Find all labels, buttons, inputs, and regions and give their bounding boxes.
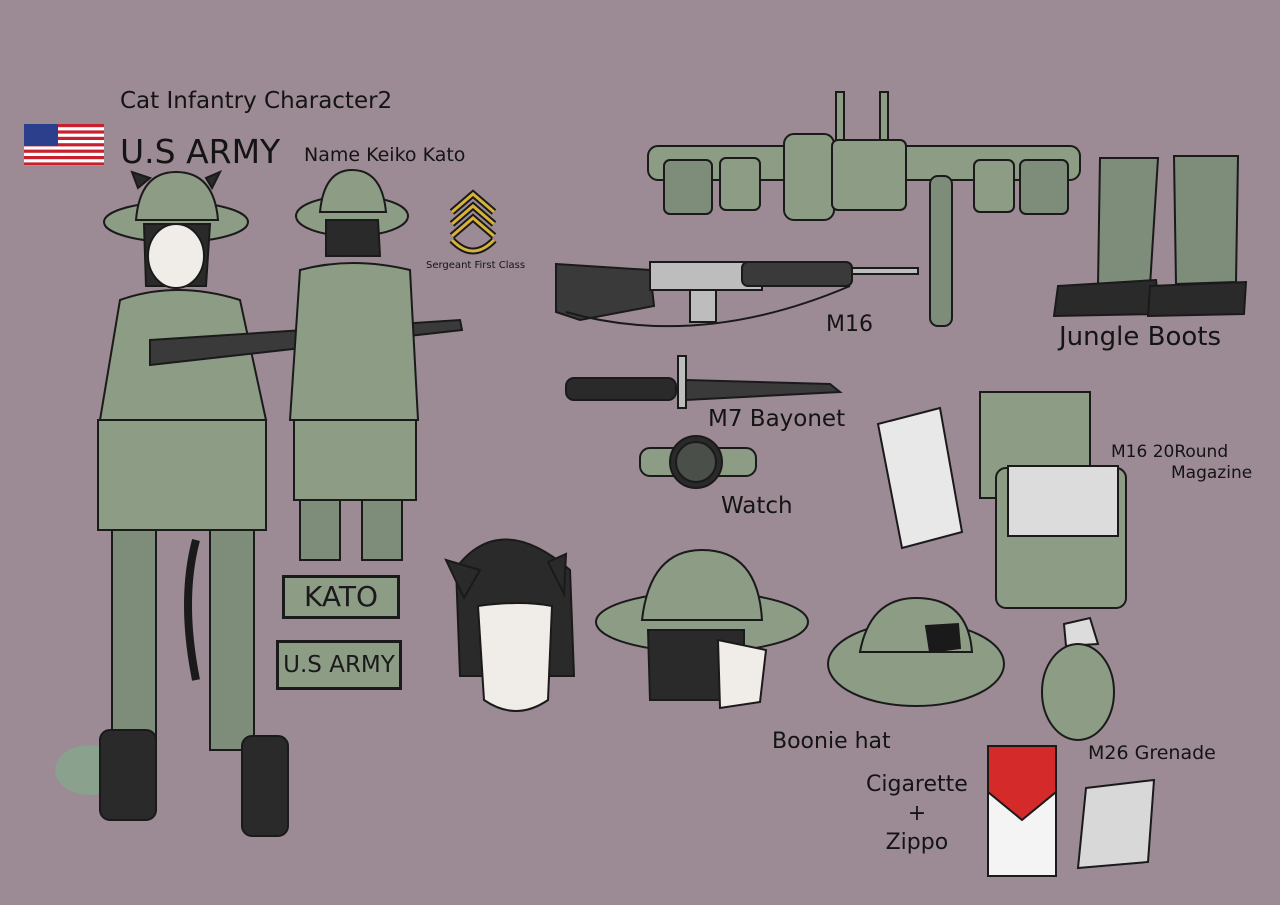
- sheet-title: Cat Infantry Character2: [120, 88, 393, 114]
- equipment-belt-illustration: [647, 91, 1081, 327]
- boonie-hat-illustration: [827, 596, 1005, 707]
- name-tape: KATO: [282, 575, 400, 619]
- cigarette-label: Cigarette + Zippo: [866, 770, 968, 857]
- character-head-hat-closeup: [595, 548, 809, 710]
- m16-rifle-illustration: [555, 261, 919, 328]
- m26-grenade-illustration: [1041, 616, 1115, 741]
- watch-illustration: [639, 435, 757, 489]
- watch-label: Watch: [721, 493, 793, 519]
- magazine-label: M16 20Round Magazine: [1111, 442, 1252, 484]
- cigarette-label-line1: Cigarette: [866, 772, 968, 797]
- character-name: Name Keiko Kato: [304, 144, 466, 166]
- rank-label: Sergeant First Class: [426, 260, 526, 271]
- rank-insignia-icon: [449, 189, 497, 255]
- jungle-boots-label: Jungle Boots: [1059, 322, 1222, 352]
- jungle-boots-illustration: [1052, 155, 1248, 318]
- character-front-illustration: [55, 170, 464, 837]
- grenade-label: M26 Grenade: [1088, 742, 1216, 764]
- boonie-hat-label: Boonie hat: [772, 729, 891, 754]
- cigarette-pack-illustration: [987, 745, 1057, 877]
- magazine-label-line2: Magazine: [1171, 463, 1253, 483]
- magazine-label-line1: M16 20Round: [1111, 442, 1229, 462]
- branch-heading: U.S ARMY: [120, 132, 281, 171]
- cigarette-label-line2: +: [907, 801, 927, 826]
- m16-label: M16: [826, 312, 873, 337]
- m16-magazine-illustration: [876, 391, 1127, 609]
- character-back-illustration: [184, 168, 420, 681]
- us-flag-icon: [24, 124, 104, 166]
- zippo-lighter-illustration: [1076, 778, 1156, 870]
- bayonet-label: M7 Bayonet: [708, 406, 846, 432]
- cigarette-label-line3: Zippo: [885, 830, 949, 855]
- m7-bayonet-illustration: [565, 355, 843, 409]
- branch-tape: U.S ARMY: [276, 640, 402, 690]
- character-head-closeup: [444, 538, 576, 712]
